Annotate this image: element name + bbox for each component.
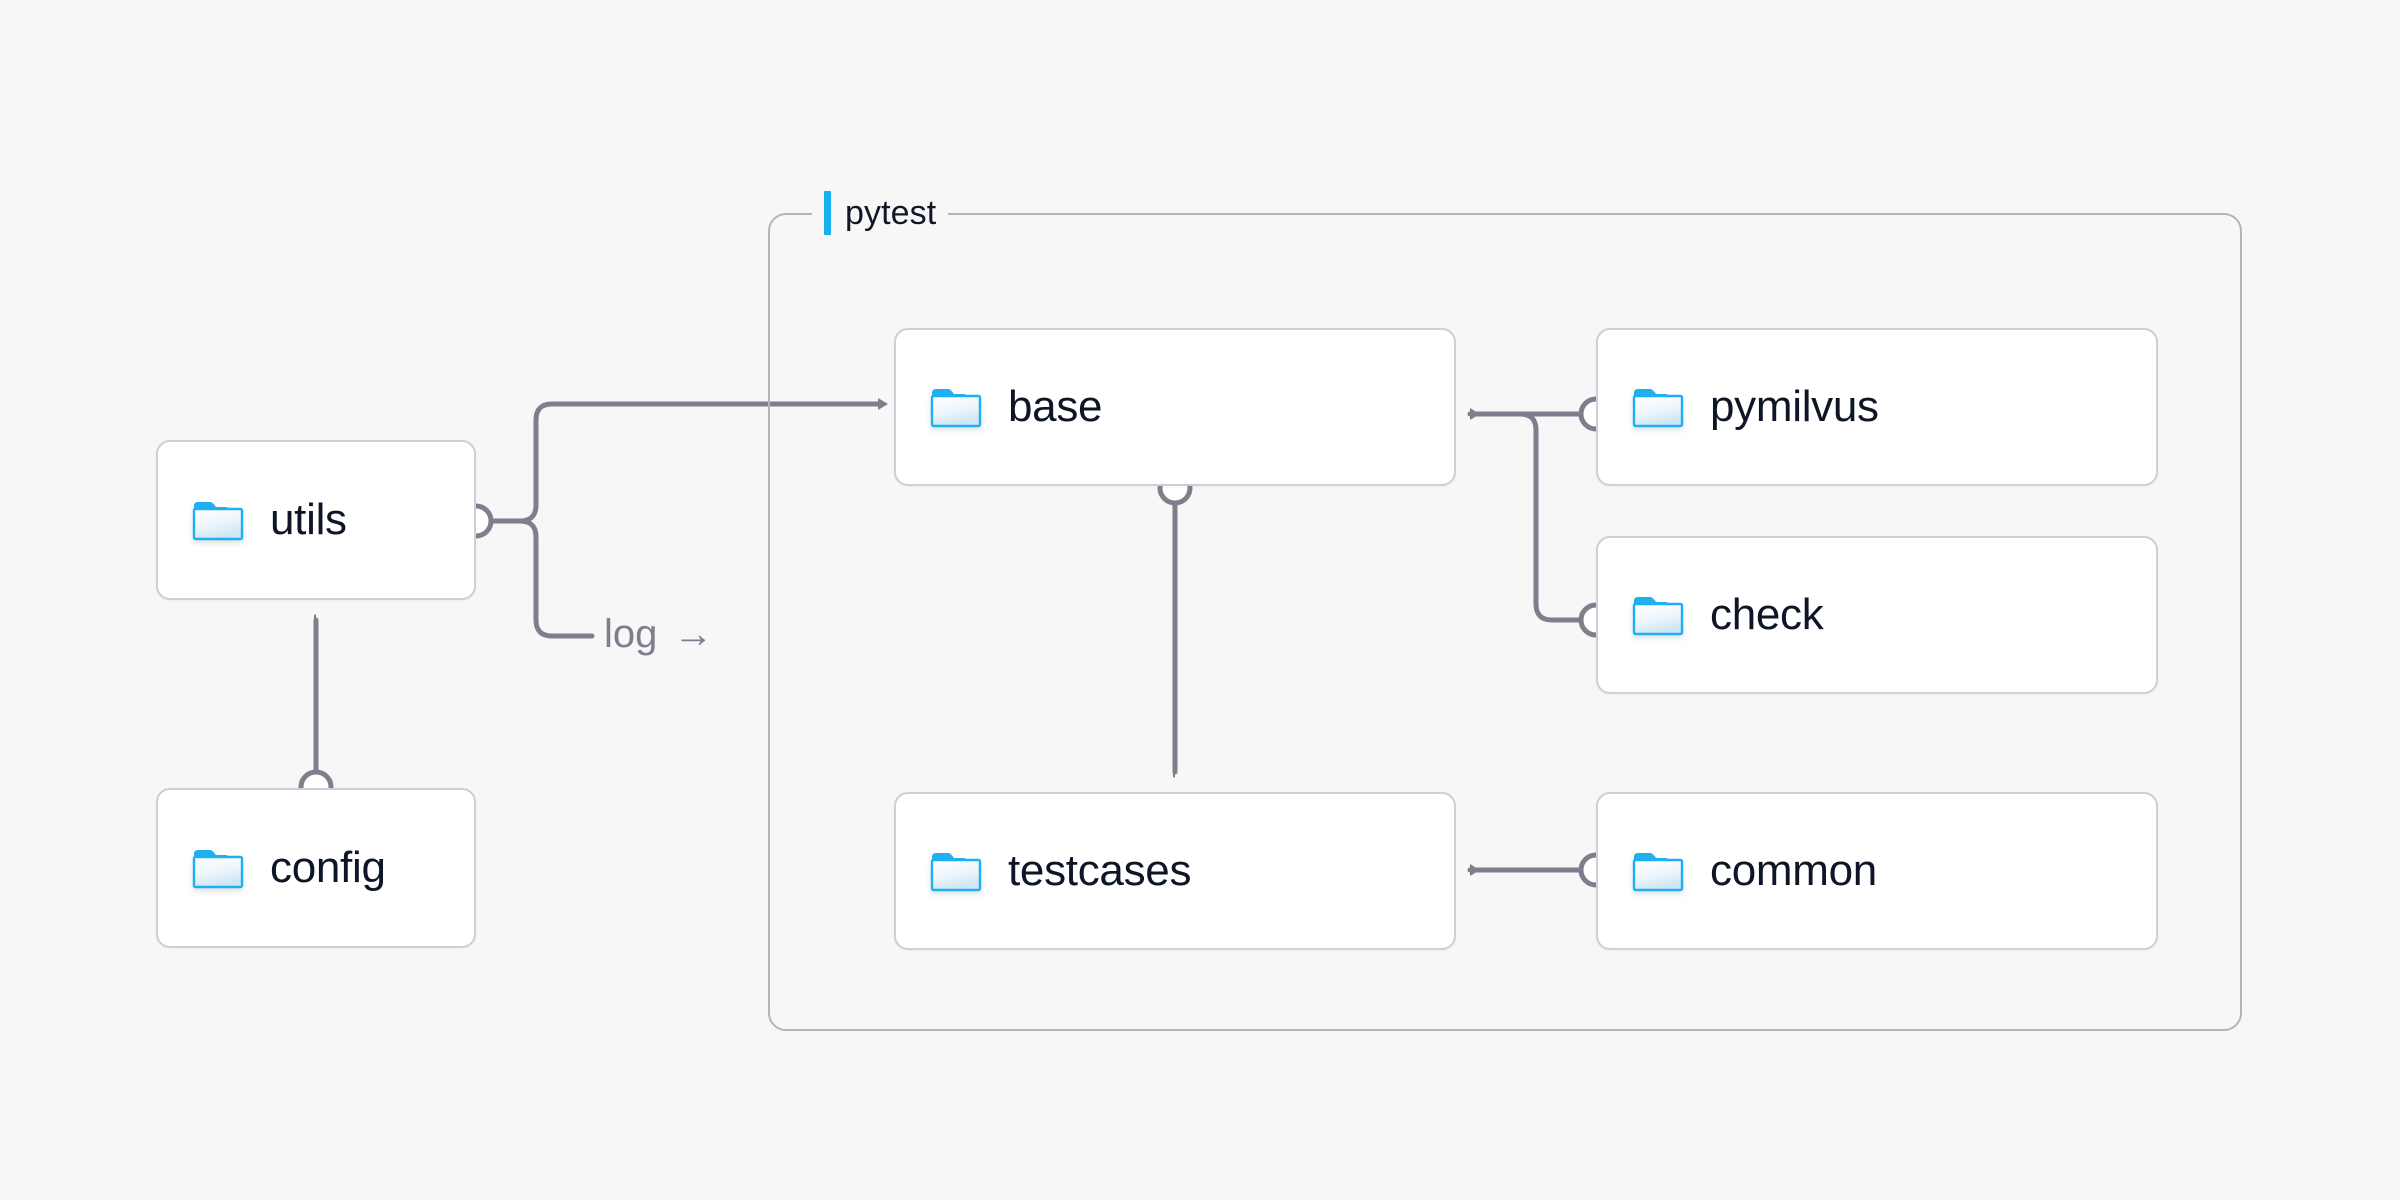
node-label: testcases [1008,846,1192,895]
node-label: check [1710,590,1824,639]
node-common[interactable]: common [1596,792,2158,950]
folder-icon [930,389,982,428]
folder-icon [192,502,244,541]
folder-icon [192,850,244,889]
group-container-pytest[interactable] [768,213,2242,1031]
node-config[interactable]: config [156,788,476,948]
edge-utils-to-log [489,518,595,639]
edge-label-log: log → [604,614,713,654]
edge-label-text: log [604,612,658,656]
folder-icon [930,853,982,892]
node-label: common [1710,846,1877,895]
node-utils[interactable]: utils [156,440,476,600]
node-label: config [270,843,386,892]
node-label: utils [270,495,347,544]
node-pymilvus[interactable]: pymilvus [1596,328,2158,486]
group-title: pytest [845,193,937,232]
node-check[interactable]: check [1596,536,2158,694]
folder-icon [1632,389,1684,428]
folder-icon [1632,597,1684,636]
folder-icon [1632,853,1684,892]
node-testcases[interactable]: testcases [894,792,1456,950]
node-label: base [1008,382,1103,431]
node-base[interactable]: base [894,328,1456,486]
accent-bar-icon [824,191,831,235]
arrow-right-icon: → [673,612,714,656]
node-label: pymilvus [1710,382,1879,431]
group-label-pytest: pytest [812,191,949,235]
